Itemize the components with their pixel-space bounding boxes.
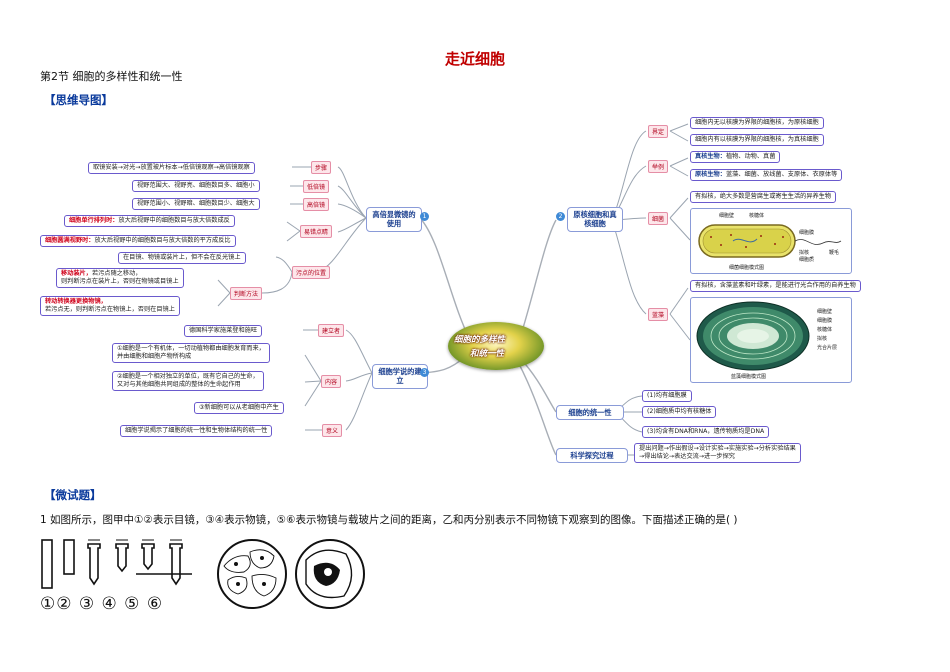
- label-easy-mistake: 易错点睛: [300, 225, 333, 238]
- example-1-key: 真核生物：: [695, 153, 726, 160]
- bacteria-illustration: [698, 224, 842, 258]
- easy-mistake-1-key: 细胞单行排列时：: [69, 217, 119, 224]
- unity-3: (3)均含有DNA和RNA，遗传物质均是DNA: [642, 426, 770, 438]
- label-meaning: 意义: [322, 424, 343, 437]
- bacteria-caption: 细菌细胞模式图: [729, 265, 765, 271]
- easy-mistake-1-text: 放大后视野中的细胞数目与放大倍数成反: [118, 217, 230, 224]
- content-2: ②细胞是一个相对独立的单位，既有它自己的生命，又对与其他细胞共同组成的整体的生命…: [112, 371, 264, 391]
- branch-number-2: 2: [556, 212, 565, 221]
- bacteria-part-6: 鞭毛: [829, 250, 840, 256]
- content-2a: ②细胞是一个相对独立的单位，既有它自己的生命，: [117, 373, 259, 380]
- bacteria-part-3: 细胞膜: [799, 230, 815, 236]
- center-topic: 细胞的多样性 和统一性: [448, 322, 544, 370]
- high-power-text: 视野范围小、视野暗、细胞数目少、细胞大: [132, 198, 260, 210]
- label-judge-method: 判断方法: [230, 287, 263, 300]
- example-2-text: 蓝藻、细菌、放线菌、支原体、衣原体等: [725, 171, 838, 178]
- field-views-figure: [217, 539, 365, 609]
- dirt-position-text: 在目镜、物镜或装片上，但不会在反光镜上: [118, 252, 246, 264]
- bacteria-part-5: 细胞质: [799, 257, 815, 263]
- easy-mistake-2: 细胞圆满视野时：放大后视野中的细胞数目与放大倍数的平方成反比: [40, 235, 236, 247]
- branch-number-1: 1: [420, 212, 429, 221]
- cyanobacteria-text: 有拟核，含藻蓝素和叶绿素，是能进行光合作用的自养生物: [690, 280, 861, 292]
- judge-1-key: 移动装片，: [61, 270, 92, 277]
- center-line-2: 和统一性: [470, 349, 505, 359]
- content-2b: 又对与其他细胞共同组成的整体的生命起作用: [117, 380, 241, 388]
- definition-1: 细胞内无以核膜为界限的细胞核，为原核细胞: [690, 117, 824, 129]
- mindmap-tag: 【思维导图】: [44, 93, 113, 107]
- center-line-1: 细胞的多样性: [454, 335, 506, 345]
- content-1: ①细胞是一个有机体，一切动植物都由细胞发育而来，并由细胞和细胞产物所构成: [112, 343, 270, 363]
- judge-2-text: 若污点无，则判断污点在物镜上，否则在目镜上: [45, 305, 175, 313]
- algae-part-2: 细胞膜: [817, 318, 833, 324]
- meaning-text: 细胞学说揭示了细胞的统一性和生物体结构的统一性: [120, 425, 273, 437]
- bacteria-part-2: 核糖体: [749, 213, 765, 219]
- steps-text: 取镜安装→对光→放置玻片标本→低倍镜观察→高倍镜观察: [88, 162, 255, 174]
- section-heading: 第2节 细胞的多样性和统一性: [40, 70, 183, 83]
- label-low-power: 低倍镜: [303, 180, 330, 193]
- label-definition: 界定: [648, 125, 669, 138]
- label-dirt-position: 污点的位置: [292, 266, 331, 279]
- label-high-power: 高倍镜: [303, 198, 330, 211]
- lens-figure: [41, 539, 192, 589]
- cyanobacteria-illustration: [696, 301, 810, 371]
- label-content: 内容: [321, 375, 342, 388]
- cyanobacteria-caption: 蓝藻细胞模式图: [731, 374, 767, 380]
- example-1-text: 植物、动物、真菌: [725, 153, 776, 160]
- easy-mistake-2-key: 细胞圆满视野时：: [45, 237, 95, 244]
- document-title: 走近细胞: [444, 50, 505, 68]
- judge-method-1: 移动装片，若污点随之移动，则判断污点在装片上，否则在物镜或目镜上: [56, 268, 184, 288]
- algae-part-4: 拟核: [817, 336, 828, 342]
- branch-prokaryote-eukaryote: 原核细胞和真核细胞: [567, 207, 623, 232]
- bacteria-text: 有拟核，绝大多数是营腐生或寄生生活的异养生物: [690, 191, 837, 203]
- bacteria-part-4: 拟核: [799, 250, 810, 256]
- founder-text: 德国科学家施莱登和施旺: [184, 325, 263, 337]
- label-examples: 举例: [648, 160, 669, 173]
- example-2: 原核生物：蓝藻、细菌、放线菌、支原体、衣原体等: [690, 169, 843, 181]
- label-bacteria: 细菌: [648, 212, 669, 225]
- example-2-key: 原核生物：: [695, 171, 726, 178]
- branch-cell-theory: 细胞学说的建立: [372, 364, 428, 389]
- branch-microscope: 高倍显微镜的使用: [366, 207, 422, 232]
- unity-2: (2)细胞质中均有核糖体: [642, 406, 717, 418]
- bacteria-diagram: 细胞壁 核糖体 细胞膜 拟核 细胞质 鞭毛 细菌细胞模式图: [690, 208, 852, 274]
- algae-part-1: 细胞壁: [817, 309, 833, 315]
- judge-2-key: 转动转换器更换物镜，: [45, 298, 107, 305]
- question-text: 1 如图所示，图甲中①②表示目镜，③④表示物镜，⑤⑥表示物镜与载玻片之间的距离，…: [40, 514, 738, 526]
- label-founder: 建立者: [318, 324, 345, 337]
- algae-part-3: 核糖体: [817, 327, 833, 333]
- algae-part-5: 光合片层: [817, 345, 838, 351]
- judge-1-text: 若污点随之移动，: [91, 270, 142, 277]
- easy-mistake-2-text: 放大后视野中的细胞数目与放大倍数的平方成反比: [94, 237, 231, 244]
- sci-line-1: 提出问题→作出假设→设计实验→实施实验→分析实验结果: [639, 445, 796, 452]
- sci-line-2: →得出结论→表达交流→进一步探究: [639, 452, 735, 460]
- label-cyanobacteria: 蓝藻: [648, 308, 669, 321]
- unity-1: (1)均有细胞膜: [642, 390, 692, 402]
- cyanobacteria-diagram: 细胞壁 细胞膜 核糖体 拟核 光合片层 蓝藻细胞模式图: [690, 297, 852, 383]
- example-1: 真核生物：植物、动物、真菌: [690, 151, 781, 163]
- quiz-tag: 【微试题】: [44, 488, 102, 502]
- branch-cell-unity: 细胞的统一性: [556, 405, 624, 421]
- low-power-text: 视野范围大、视野亮、细胞数目多、细胞小: [132, 180, 260, 192]
- label-steps: 步骤: [311, 161, 332, 174]
- content-3: ③新细胞可以从老细胞中产生: [194, 402, 284, 414]
- branch-scientific-inquiry: 科学探究过程: [556, 448, 628, 464]
- lens-numbers: ①② ③ ④ ⑤ ⑥: [40, 594, 164, 614]
- judge-1-text-2: 则判断污点在装片上，否则在物镜或目镜上: [61, 277, 179, 285]
- content-1a: ①细胞是一个有机体，一切动植物都由细胞发育而来，: [117, 345, 265, 352]
- definition-2: 细胞内有以核膜为界限的细胞核，为真核细胞: [690, 134, 824, 146]
- bacteria-part-1: 细胞壁: [719, 213, 735, 219]
- branch-number-3: 3: [420, 368, 429, 377]
- content-1b: 并由细胞和细胞产物所构成: [117, 352, 192, 360]
- judge-method-2: 转动转换器更换物镜，若污点无，则判断污点在物镜上，否则在目镜上: [40, 296, 180, 316]
- easy-mistake-1: 细胞单行排列时：放大后视野中的细胞数目与放大倍数成反: [64, 215, 235, 227]
- scientific-inquiry-steps: 提出问题→作出假设→设计实验→实施实验→分析实验结果→得出结论→表达交流→进一步…: [634, 443, 801, 463]
